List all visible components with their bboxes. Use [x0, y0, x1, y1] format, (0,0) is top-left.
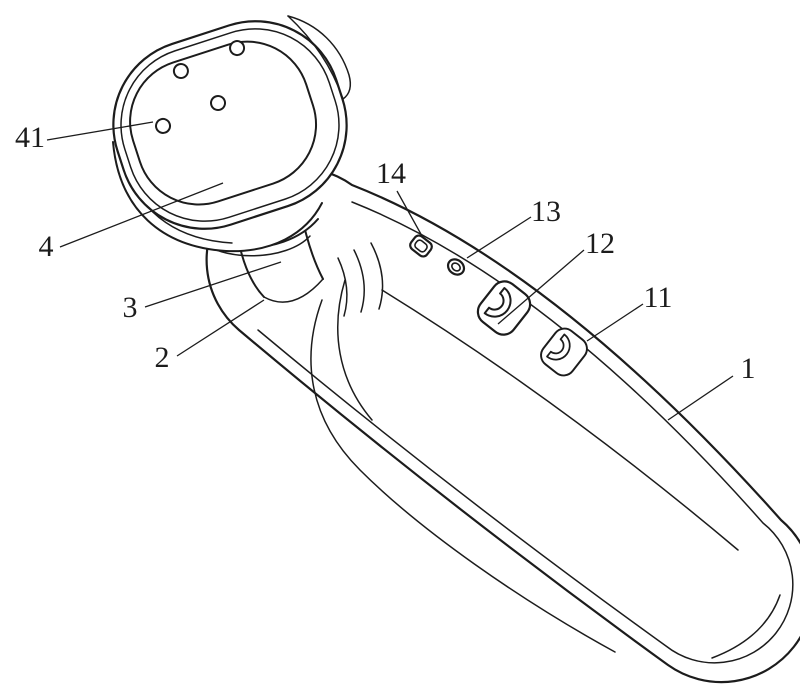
- ref-label-41: 41: [15, 121, 45, 154]
- ref-label-1: 1: [741, 352, 756, 385]
- ref-label-2: 2: [155, 341, 170, 374]
- ref-label-group-13: 13: [467, 195, 561, 258]
- leader-line-13: [467, 217, 531, 258]
- ref-label-12: 12: [585, 227, 615, 260]
- leader-line-1: [668, 376, 733, 420]
- ref-label-14: 14: [376, 157, 406, 190]
- ref-label-4: 4: [39, 230, 54, 263]
- ref-label-group-11: 11: [587, 281, 672, 341]
- ref-label-3: 3: [123, 291, 138, 324]
- ref-label-11: 11: [644, 281, 673, 314]
- leader-line-11: [587, 304, 643, 341]
- ref-label-13: 13: [531, 195, 561, 228]
- ref-label-group-1: 1: [668, 352, 756, 420]
